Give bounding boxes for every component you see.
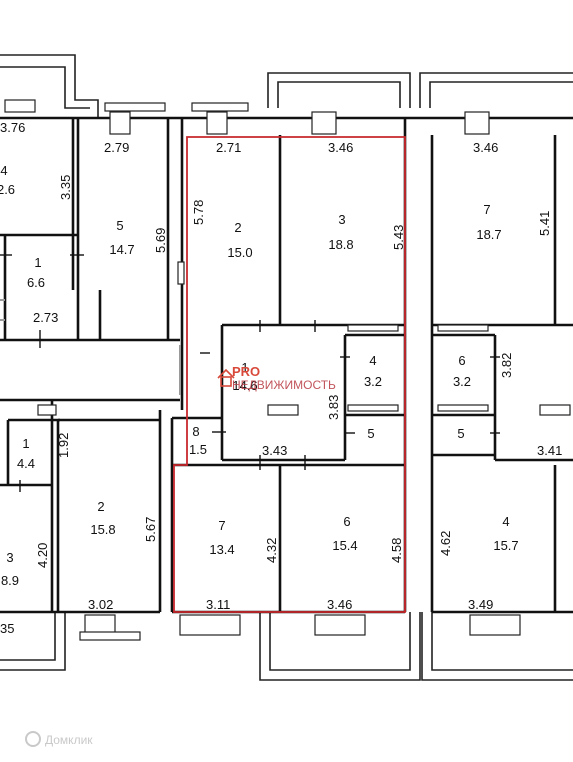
room-8-number: 8 xyxy=(192,424,199,439)
dim-4-32: 4.32 xyxy=(264,538,279,563)
left-room-4-number: 4 xyxy=(0,163,7,178)
left-room-1-number: 1 xyxy=(34,255,41,270)
domclick-brand: Домклик xyxy=(25,731,93,747)
walls xyxy=(0,116,573,614)
room-7-area: 13.4 xyxy=(209,542,234,557)
left-room-1-area: 6.6 xyxy=(27,275,45,290)
room-1-area: 14.6 xyxy=(232,378,257,393)
door-marks xyxy=(0,254,500,492)
dim-3-83: 3.83 xyxy=(326,395,341,420)
room-5-number: 5 xyxy=(367,426,374,441)
dimension-labels: 3.76 2.79 2.71 3.46 3.46 2.73 3.43 3.41 … xyxy=(0,120,562,636)
room-6-area: 15.4 xyxy=(332,538,357,553)
dim-35: 35 xyxy=(0,621,14,636)
dim-2-71: 2.71 xyxy=(216,140,241,155)
left-room-3b-number: 3 xyxy=(6,550,13,565)
dim-5-69: 5.69 xyxy=(153,228,168,253)
dim-5-41: 5.41 xyxy=(537,211,552,236)
left-room-3b-area: 8.9 xyxy=(1,573,19,588)
right-room-7-number: 7 xyxy=(483,202,490,217)
right-room-5-number: 5 xyxy=(457,426,464,441)
dim-5-78: 5.78 xyxy=(191,200,206,225)
dim-3-41: 3.41 xyxy=(537,443,562,458)
watermark-house-icon xyxy=(217,368,235,387)
dim-3-02: 3.02 xyxy=(88,597,113,612)
domclick-logo-icon xyxy=(25,731,41,747)
exterior-outline xyxy=(0,54,573,681)
dim-1-92: 1.92 xyxy=(56,433,71,458)
left-room-5-number: 5 xyxy=(116,218,123,233)
dim-5-43: 5.43 xyxy=(391,225,406,250)
right-room-6-number: 6 xyxy=(458,353,465,368)
room-labels: 2 15.0 3 18.8 1 14.6 4 3.2 5 8 1.5 7 13.… xyxy=(0,163,519,588)
dim-3-46-right: 3.46 xyxy=(473,140,498,155)
room-2-area: 15.0 xyxy=(227,245,252,260)
dim-3-76: 3.76 xyxy=(0,120,25,135)
room-3-area: 18.8 xyxy=(328,237,353,252)
windows xyxy=(4,99,571,641)
room-7-number: 7 xyxy=(218,518,225,533)
room-3-number: 3 xyxy=(338,212,345,227)
dim-4-62: 4.62 xyxy=(438,531,453,556)
dim-3-46-bottom: 3.46 xyxy=(327,597,352,612)
dim-3-82: 3.82 xyxy=(499,353,514,378)
watermark-pro: PRO xyxy=(232,364,260,379)
dim-3-46-top: 3.46 xyxy=(328,140,353,155)
dim-4-20: 4.20 xyxy=(35,543,50,568)
dim-3-11: 3.11 xyxy=(206,597,230,612)
left-room-4-area: 2.6 xyxy=(0,182,15,197)
room-8-area: 1.5 xyxy=(189,442,207,457)
left-room-5-area: 14.7 xyxy=(109,242,134,257)
grey-wall-segments xyxy=(0,299,181,395)
right-room-7-area: 18.7 xyxy=(476,227,501,242)
dim-2-73: 2.73 xyxy=(33,310,58,325)
dim-3-35: 3.35 xyxy=(58,175,73,200)
left-room-1b-number: 1 xyxy=(22,436,29,451)
left-room-1b-area: 4.4 xyxy=(17,456,35,471)
left-room-2b-number: 2 xyxy=(97,499,104,514)
watermark-text: НЕДВИЖИМОСТЬ xyxy=(232,378,336,392)
room-6-number: 6 xyxy=(343,514,350,529)
selected-apartment-outline xyxy=(173,136,406,613)
right-room-6-area: 3.2 xyxy=(453,374,471,389)
dim-4-58: 4.58 xyxy=(389,538,404,563)
dim-2-79: 2.79 xyxy=(104,140,129,155)
room-4-area: 3.2 xyxy=(364,374,382,389)
dim-5-67: 5.67 xyxy=(143,517,158,542)
right-room-4-area: 15.7 xyxy=(493,538,518,553)
domclick-text: Домклик xyxy=(45,733,93,747)
dim-3-49: 3.49 xyxy=(468,597,493,612)
room-1-number: 1 xyxy=(241,360,248,375)
room-2-number: 2 xyxy=(234,220,241,235)
right-room-4-number: 4 xyxy=(502,514,509,529)
watermark: PRO НЕДВИЖИМОСТЬ xyxy=(217,364,336,392)
dim-3-43: 3.43 xyxy=(262,443,287,458)
left-room-2b-area: 15.8 xyxy=(90,522,115,537)
room-4-number: 4 xyxy=(369,353,376,368)
